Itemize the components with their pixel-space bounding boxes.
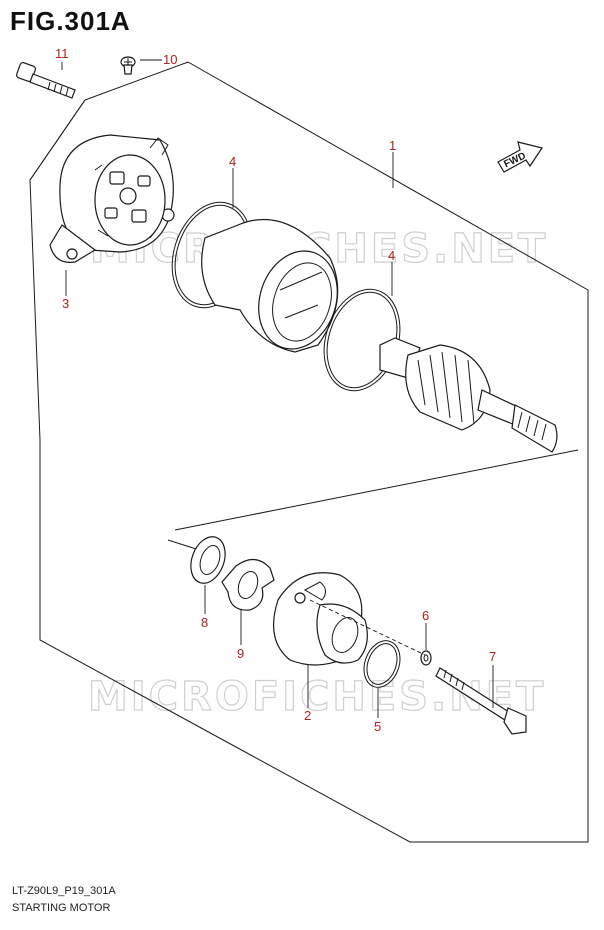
lock-plate-part-9 [221, 558, 275, 611]
fwd-arrow-icon: FWD [497, 141, 543, 173]
washer-part-8 [190, 536, 226, 584]
figure-name: STARTING MOTOR [12, 902, 111, 914]
callout-5: 5 [374, 719, 381, 734]
front-housing-part-2 [272, 572, 368, 666]
callout-4a: 4 [229, 154, 236, 169]
callout-2: 2 [304, 708, 311, 723]
callout-1: 1 [389, 138, 396, 153]
end-housing-part-3 [49, 134, 175, 263]
through-bolt-part-7 [435, 667, 527, 735]
fwd-label: FWD [502, 151, 527, 171]
boundary-divider [174, 449, 579, 531]
callout-11: 11 [55, 46, 69, 61]
figure-title: FIG.301A [10, 6, 131, 36]
callout-3: 3 [62, 296, 69, 311]
yoke-part-1 [201, 218, 339, 353]
armature [379, 337, 558, 453]
washer-part-6 [420, 650, 432, 666]
figure-code: LT-Z90L9_P19_301A [12, 885, 116, 897]
callout-4b: 4 [388, 248, 395, 263]
bolt-part-11 [15, 61, 76, 99]
assembly-boundary [29, 61, 589, 843]
callout-8: 8 [201, 615, 208, 630]
callout-6: 6 [422, 608, 429, 623]
centerline [309, 599, 426, 656]
o-ring-part-5 [363, 640, 401, 688]
callout-7: 7 [489, 649, 496, 664]
callout-9: 9 [237, 646, 244, 661]
screw-part-10 [120, 56, 136, 75]
boundary-edge [29, 99, 86, 181]
callout-10: 10 [163, 52, 177, 67]
